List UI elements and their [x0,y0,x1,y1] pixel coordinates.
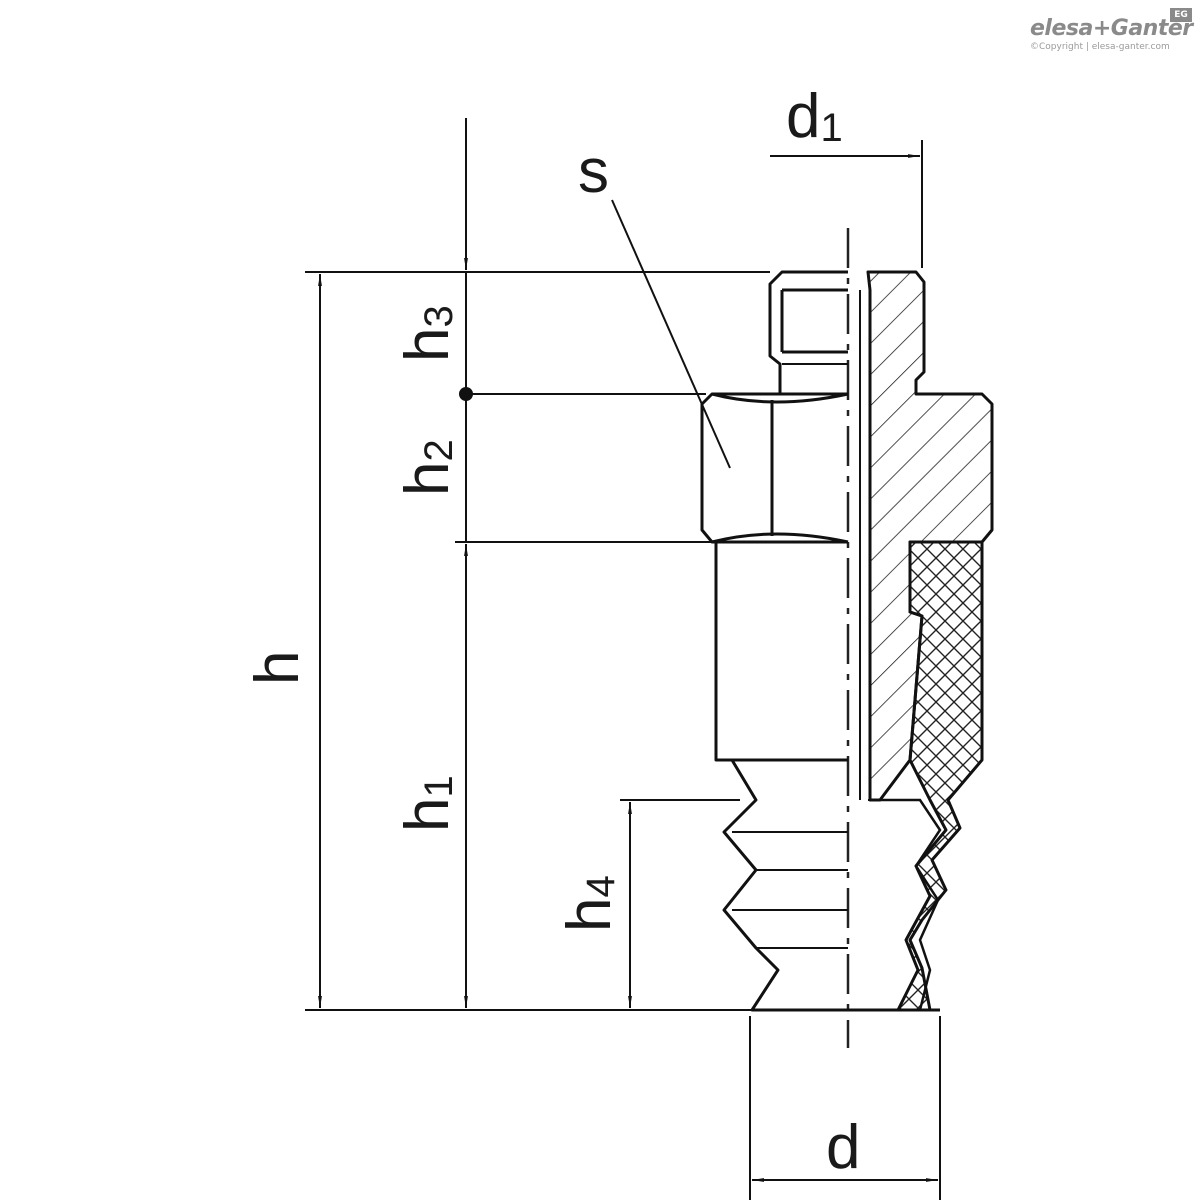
dimension-lines [318,118,938,1182]
copyright-text: ©Copyright | elesa-ganter.com [1030,42,1170,52]
s-leader [611,199,731,469]
brand-name: elesa+Ganter [1030,16,1193,41]
label-h1: h1 [393,775,462,832]
label-h3: h3 [393,305,462,362]
extension-lines [305,140,941,1200]
brand-logo: elesa+Ganter EG ©Copyright | elesa-gante… [1030,8,1193,52]
label-s: s [578,137,609,206]
label-h: h [243,651,312,685]
label-h4: h4 [555,875,624,932]
label-d1: d1 [786,82,843,151]
brand-badge: EG [1170,8,1192,22]
part-outline-left [700,270,849,1012]
part-section-right [848,270,994,1012]
h2-h3-dot [459,387,473,401]
label-h2: h2 [393,439,462,496]
label-d: d [826,1113,860,1182]
